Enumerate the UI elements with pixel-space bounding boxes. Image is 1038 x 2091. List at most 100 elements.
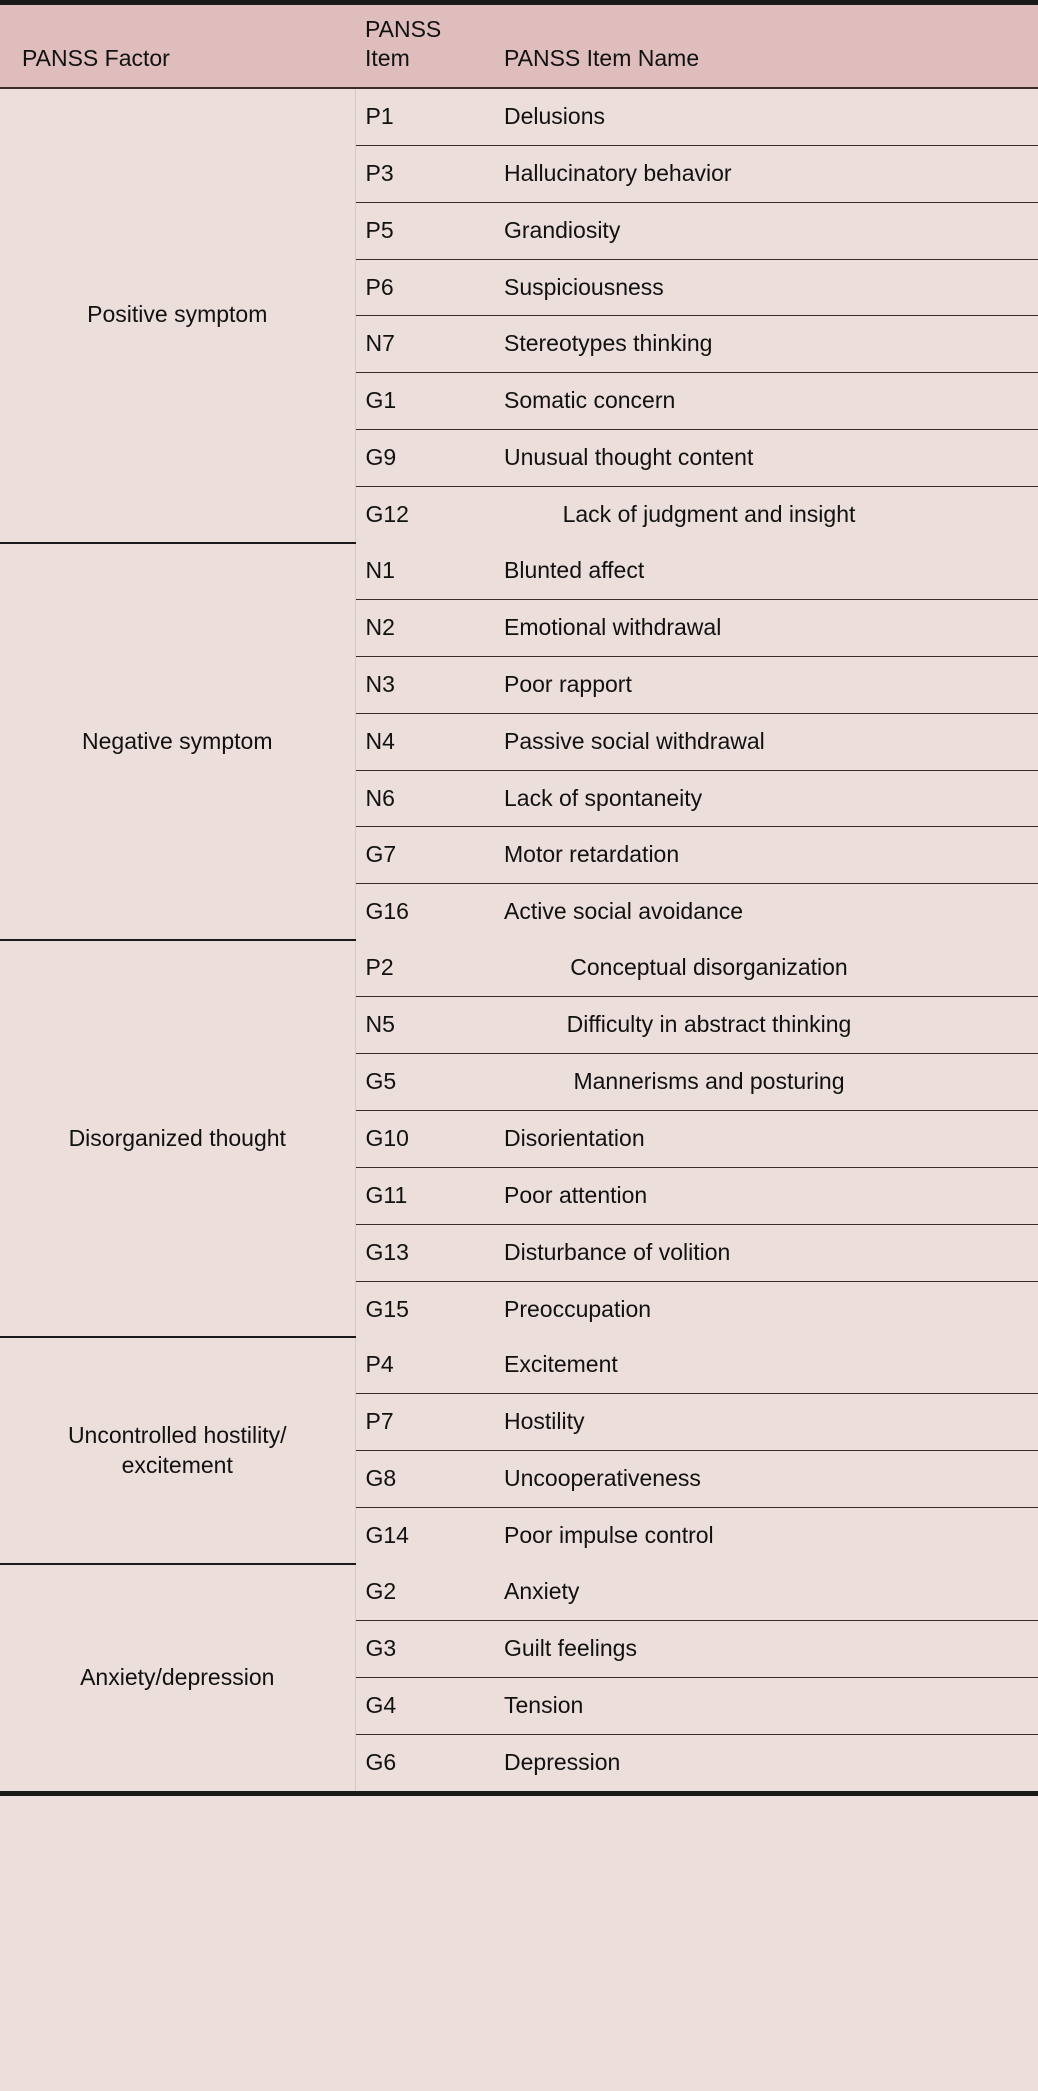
item-code-cell: P2 [365,954,394,981]
item-name-cell: Unusual thought content [490,429,1038,487]
factor-label: Negative symptom [82,727,273,754]
item-code-cell: P7 [355,1393,490,1451]
item-name-cell: Poor attention [490,1166,1038,1225]
item-code-cell: P6 [355,258,490,316]
item-name-cell: Mannerisms and posturing [490,1053,1038,1111]
item-code-cell: G7 [355,826,490,884]
item-code-cell: G13 [355,1223,490,1282]
item-code-cell: G5 [355,1053,490,1111]
factor-label: Anxiety/depression [80,1663,275,1690]
item-name-cell: Poor impulse control [490,1507,1038,1565]
item-code-cell: G15 [355,1280,490,1338]
item-code-cell: G2 [365,1578,397,1605]
item-name-cell: Hostility [490,1393,1038,1451]
item-name-cell: Somatic concern [490,372,1038,430]
item-code-cell: G11 [355,1166,490,1225]
table-row: Uncontrolled hostility/excitement P4 Excit… [0,1336,1038,1565]
item-code-cell: G6 [355,1733,490,1791]
item-name-cell: Disorientation [490,1109,1038,1168]
item-code-cell: G1 [355,372,490,430]
item-code-cell: G4 [355,1676,490,1735]
item-name-cell: Suspiciousness [490,258,1038,316]
column-header-item-name: PANSS Item Name [490,5,1038,89]
item-code-cell: P4 [365,1351,394,1378]
item-name-cell: Disturbance of volition [490,1223,1038,1282]
table-row: Anxiety/depression G2 Anxiety [0,1563,1038,1791]
item-code-cell: G3 [355,1619,490,1678]
item-name-cell: Depression [490,1733,1038,1791]
item-name-cell: Guilt feelings [490,1619,1038,1678]
item-code-cell: N5 [355,996,490,1054]
item-name-cell: Blunted affect [504,557,645,583]
item-name-cell: Difficulty in abstract thinking [490,996,1038,1054]
item-name-cell: Motor retardation [490,826,1038,884]
item-code-cell: G14 [355,1507,490,1565]
item-name-cell: Preoccupation [490,1280,1038,1338]
item-code-cell: G9 [355,429,490,487]
item-code-cell: G16 [355,883,490,941]
table-row: Positive symptom P1 Delusions [0,87,1038,543]
item-name-cell: Active social avoidance [490,883,1038,941]
item-code-cell: N2 [355,598,490,657]
item-code-cell: N4 [355,712,490,771]
item-name-cell: Conceptual disorganization [570,954,848,981]
item-code-cell: G8 [355,1450,490,1508]
factor-label: Positive symptom [87,301,268,328]
item-name-cell: Emotional withdrawal [490,598,1038,657]
item-name-cell: Uncooperativeness [490,1450,1038,1508]
item-code-cell: P5 [355,201,490,260]
factor-cell: Uncontrolled hostility/excitement [0,1336,356,1565]
item-code-cell: G12 [355,486,490,543]
item-name-cell: Delusions [504,102,605,129]
factor-cell: Negative symptom [0,541,356,941]
item-code-cell: P1 [365,102,394,129]
item-code-cell: G10 [355,1109,490,1168]
item-code-cell: N1 [365,557,395,583]
table-row: Disorganized thought P2 Conceptual disorga… [0,939,1038,1338]
item-name-cell: Excitement [504,1351,618,1378]
column-header-item-line2: Item [365,45,410,72]
item-name-cell: Passive social withdrawal [490,712,1038,771]
column-header-item-line1: PANSS [365,16,442,42]
item-code-cell: P3 [355,144,490,203]
item-code-cell: N7 [355,315,490,373]
item-name-cell: Tension [490,1676,1038,1735]
factor-label: Uncontrolled hostility/excitement [67,1421,287,1478]
item-name-cell: Lack of judgment and insight [490,486,1038,543]
item-name-cell: Stereotypes thinking [490,315,1038,373]
factor-cell: Positive symptom [0,87,356,543]
item-code-cell: N6 [355,769,490,827]
factor-label: Disorganized thought [68,1124,286,1151]
item-code-cell: N3 [355,655,490,714]
column-header-item: PANSS Item [355,5,490,89]
table-row: Negative symptom N1 Blunted affect [0,541,1038,941]
item-name-cell: Anxiety [504,1578,580,1605]
factor-cell: Anxiety/depression [0,1563,356,1791]
